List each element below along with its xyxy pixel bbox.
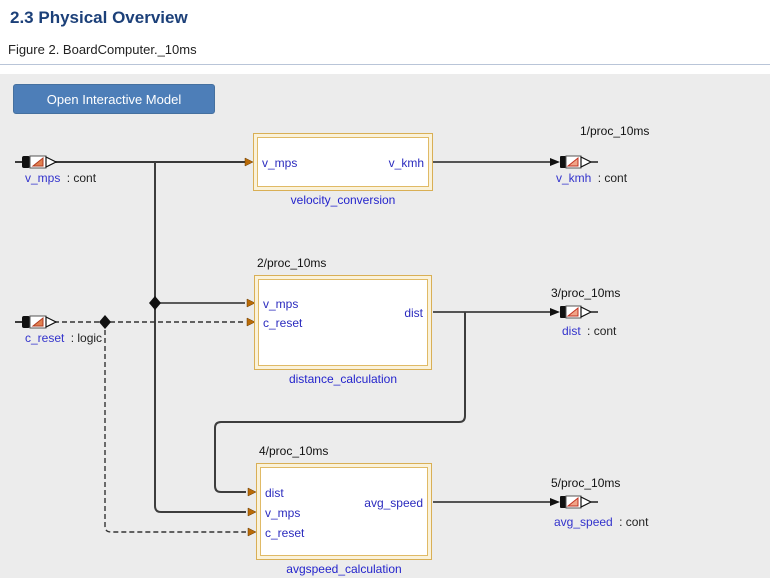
proc-label-output-3: 3/proc_10ms	[551, 286, 621, 300]
output-port-label-avg-speed: avg_speed : cont	[554, 515, 648, 529]
input-port-icon-c-reset	[15, 315, 58, 329]
block-input-pin: v_mps	[265, 506, 301, 520]
output-port-icon-avg-speed	[560, 495, 598, 509]
proc-label-output-1: 1/proc_10ms	[580, 124, 650, 138]
block-body	[260, 467, 428, 556]
block-input-pin: dist	[265, 486, 284, 500]
input-port-icon-v-mps	[15, 155, 58, 169]
block-input-pin: c_reset	[265, 526, 305, 540]
proc-label-output-5: 5/proc_10ms	[551, 476, 621, 490]
port-type: : cont	[597, 171, 628, 185]
block-input-pin: v_mps	[262, 156, 298, 170]
header-divider	[0, 64, 770, 65]
port-name: v_mps	[25, 171, 61, 185]
block-distance-calculation: v_mps c_reset dist	[254, 275, 432, 370]
output-port-label-dist: dist : cont	[562, 324, 616, 338]
block-label-avgspeed-calculation: avgspeed_calculation	[286, 562, 402, 576]
port-type: : cont	[587, 324, 617, 338]
port-type: : cont	[619, 515, 649, 529]
output-port-icon-v-kmh	[560, 155, 598, 169]
output-port-icon-dist	[560, 305, 598, 319]
block-output-pin: v_kmh	[388, 156, 424, 170]
port-name: dist	[562, 324, 581, 338]
block-input-pin: c_reset	[263, 316, 303, 330]
output-port-label-v-kmh: v_kmh : cont	[556, 171, 627, 185]
input-port-label-v-mps: v_mps : cont	[25, 171, 96, 185]
block-body	[257, 137, 429, 187]
block-body	[258, 279, 428, 366]
proc-label-distance-calculation: 2/proc_10ms	[257, 256, 327, 270]
diagram-canvas: Open Interactive Model	[0, 74, 770, 578]
port-type: : cont	[66, 171, 97, 185]
junction-diamond	[99, 315, 111, 329]
port-name: avg_speed	[554, 515, 613, 529]
port-name: v_kmh	[556, 171, 592, 185]
block-label-distance-calculation: distance_calculation	[288, 372, 398, 386]
block-output-pin: avg_speed	[364, 496, 423, 510]
block-label-velocity-conversion: velocity_conversion	[290, 193, 396, 207]
block-avgspeed-calculation: dist v_mps c_reset avg_speed	[256, 463, 432, 560]
junction-diamond	[149, 296, 161, 310]
block-velocity-conversion: v_mps v_kmh	[253, 133, 433, 191]
block-output-pin: dist	[404, 306, 423, 320]
open-interactive-model-button[interactable]: Open Interactive Model	[13, 84, 215, 114]
input-port-label-c-reset: c_reset : logic	[25, 331, 102, 345]
port-name: c_reset	[25, 331, 65, 345]
proc-label-avgspeed-calculation: 4/proc_10ms	[259, 444, 329, 458]
diagram-wires	[15, 155, 598, 537]
figure-caption: Figure 2. BoardComputer._10ms	[8, 42, 197, 57]
block-input-pin: v_mps	[263, 297, 299, 311]
port-type: : logic	[70, 331, 103, 345]
page-title: 2.3 Physical Overview	[10, 8, 188, 27]
